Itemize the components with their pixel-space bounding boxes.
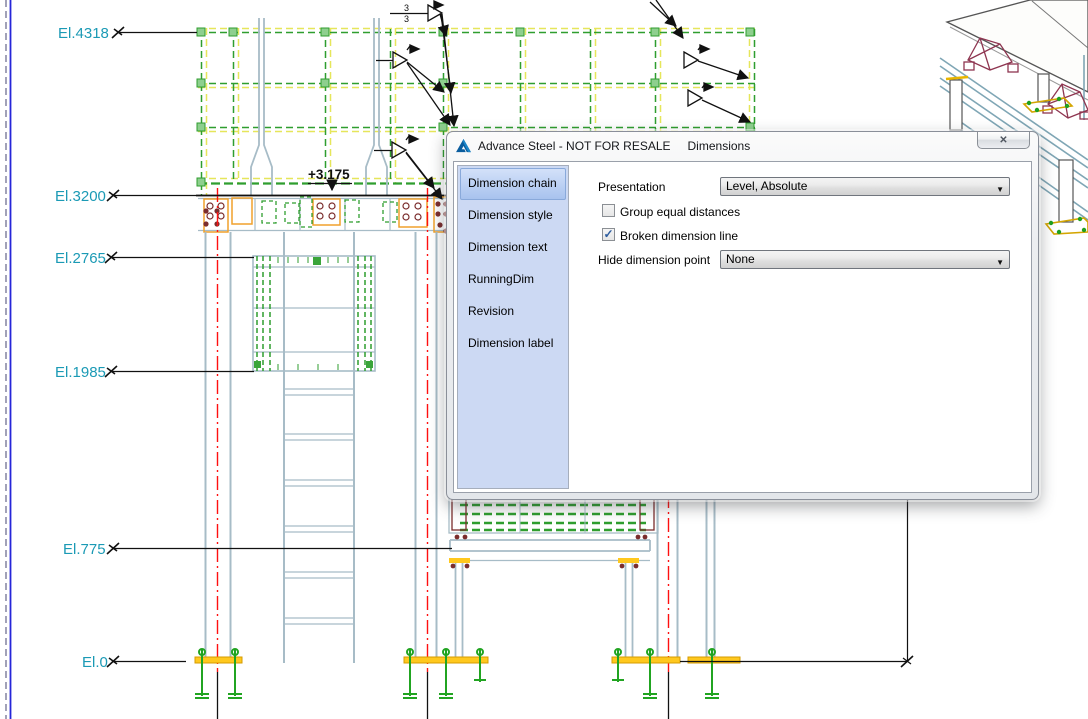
anchor-bolts xyxy=(195,648,719,699)
weld-symbols: 3 3 xyxy=(374,0,752,200)
intermediate-platform-cage xyxy=(252,255,376,372)
group-equal-distances-checkbox[interactable] xyxy=(602,204,615,217)
broken-dimension-line-checkbox[interactable]: ✓ xyxy=(602,228,615,241)
platform-bottom-band xyxy=(196,194,449,234)
advance-steel-logo-icon xyxy=(456,138,471,152)
level-label[interactable]: El.4318 xyxy=(58,25,109,42)
chevron-down-icon: ▼ xyxy=(996,185,1004,194)
level-label[interactable]: El.2765 xyxy=(55,250,106,267)
broken-dimension-line-label: Broken dimension line xyxy=(620,229,739,243)
level-label[interactable]: El.0 xyxy=(82,654,108,671)
hide-dimension-point-dropdown[interactable]: None ▼ xyxy=(720,250,1010,269)
presentation-label: Presentation xyxy=(598,180,666,194)
level-label[interactable]: El.775 xyxy=(63,541,106,558)
nav-item-runningdim[interactable]: RunningDim xyxy=(468,272,535,286)
right-column-pair xyxy=(656,470,716,659)
window-title-doc: Dimensions xyxy=(687,138,751,153)
hide-dimension-point-label: Hide dimension point xyxy=(598,253,711,267)
level-label[interactable]: El.3200 xyxy=(55,188,106,205)
centerlines xyxy=(216,188,670,672)
close-button[interactable]: ✕ xyxy=(977,132,1030,149)
weld-symbol-3 xyxy=(374,133,443,200)
sheet-border xyxy=(5,0,12,719)
columns xyxy=(204,232,438,659)
svg-text:3: 3 xyxy=(404,14,409,24)
category-list: Dimension chain Dimension style Dimensio… xyxy=(457,165,569,489)
presentation-value: Level, Absolute xyxy=(726,179,808,193)
weld-symbol-1: 3 3 xyxy=(390,0,459,128)
dimensions-dialog[interactable]: Advance Steel - NOT FOR RESALE Dimension… xyxy=(446,131,1039,500)
dialog-titlebar[interactable]: Advance Steel - NOT FOR RESALE Dimension… xyxy=(447,132,1038,159)
check-icon: ✓ xyxy=(603,227,614,241)
presentation-dropdown[interactable]: Level, Absolute ▼ xyxy=(720,177,1010,196)
svg-text:3: 3 xyxy=(404,3,409,13)
nav-item-dimension-chain[interactable]: Dimension chain xyxy=(460,168,566,200)
chevron-down-icon: ▼ xyxy=(996,258,1004,267)
iso-columns xyxy=(945,73,1088,235)
window-title-app: Advance Steel - NOT FOR RESALE xyxy=(478,138,671,153)
iso-3d-view xyxy=(939,0,1088,235)
nav-item-dimension-style[interactable]: Dimension style xyxy=(468,208,553,222)
base-plates xyxy=(194,656,741,664)
chute-walls xyxy=(250,18,388,196)
weld-symbol-2 xyxy=(376,43,451,126)
close-icon: ✕ xyxy=(999,134,1008,146)
spot-elevation-text[interactable]: +3.175 xyxy=(308,167,350,182)
foundation-lines xyxy=(216,672,670,719)
spot-elevation-annotation: +3.175 xyxy=(308,167,352,192)
group-equal-distances-label: Group equal distances xyxy=(620,205,741,219)
nav-item-dimension-text[interactable]: Dimension text xyxy=(468,240,548,254)
ladder xyxy=(283,232,355,663)
dialog-content: Dimension chain Dimension style Dimensio… xyxy=(453,161,1032,493)
weld-symbol-cluster-right xyxy=(649,0,752,123)
nav-item-revision[interactable]: Revision xyxy=(468,304,515,318)
level-label[interactable]: El.1985 xyxy=(55,364,106,381)
hide-dimension-point-value: None xyxy=(726,252,755,266)
nav-item-dimension-label[interactable]: Dimension label xyxy=(468,336,554,350)
support-frame xyxy=(449,534,651,658)
elevation-leaders: El.4318 El.3200 El.2765 El.1985 El.775 E… xyxy=(55,25,452,671)
